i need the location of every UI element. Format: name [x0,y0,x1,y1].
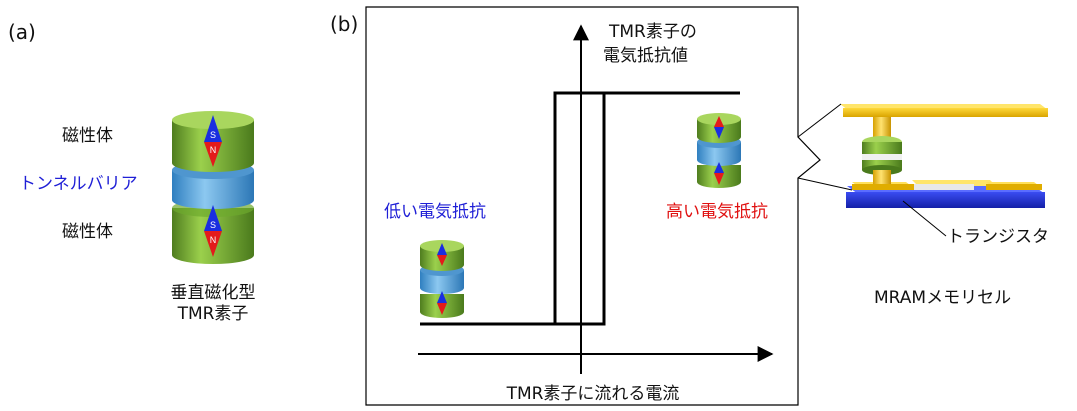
top-magnetic-layer-label: 磁性体 [62,126,113,146]
tmr-element-large: S N S N [172,111,254,264]
panel-b-frame [365,6,821,406]
spin-bottom-s: S [210,220,216,230]
high-resistance-label: 高い電気抵抗 [666,202,768,222]
spin-bottom-n: N [210,235,217,245]
spin-arrow-top [204,115,222,167]
y-axis-label-line2: 電気抵抗値 [603,46,688,66]
panel-a-label: (a) [8,20,36,44]
spin-top-s: S [210,130,216,140]
device-type-label-line1: 垂直磁化型 [170,283,256,303]
transistor-pointer-line [902,200,947,237]
mram-cell-label: MRAMメモリセル [874,288,1012,308]
tmr-element-antiparallel [697,113,741,188]
hysteresis-curve [420,91,740,326]
bottom-magnetic-layer-label: 磁性体 [62,222,113,242]
callout-line-upper [797,103,842,138]
tunnel-barrier-label: トンネルバリア [19,174,138,194]
x-axis-label: TMR素子に流れる電流 [506,384,680,404]
panel-b-label: (b) [330,12,359,36]
device-type-label-line2: TMR素子 [177,304,249,324]
spin-top-n: N [210,145,217,155]
tmr-element-parallel [420,240,464,318]
spin-arrow-bottom [204,205,222,257]
callout-line-lower [797,177,853,191]
low-resistance-label: 低い電気抵抗 [384,202,486,222]
y-axis-label-line1: TMR素子の [609,22,697,42]
transistor-label: トランジスタ [947,227,1049,247]
mram-cell-illustration [840,104,1048,208]
